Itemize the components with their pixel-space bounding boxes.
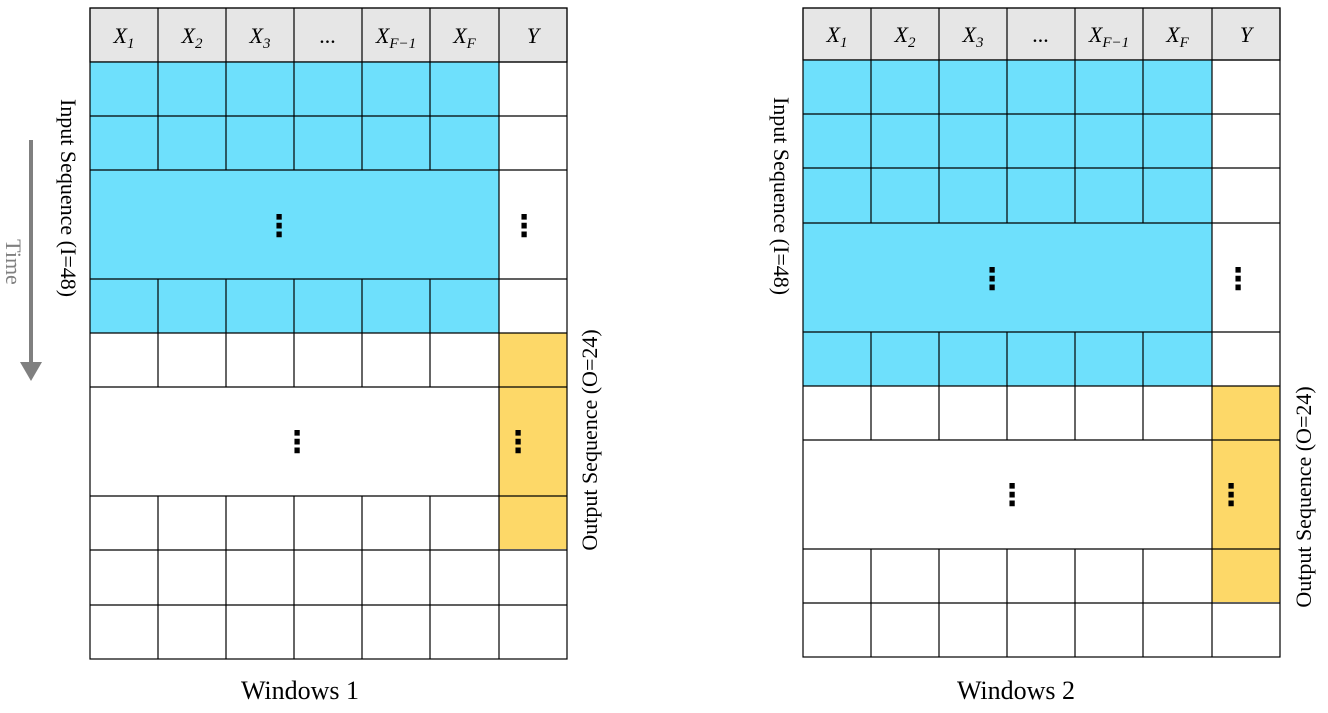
column-header-1: X1 <box>113 23 135 52</box>
window-2-header-labels: X1 X2 X3... XF−1 XF Y <box>826 22 1255 51</box>
window-1-y-output-ellipsis: ⋮ <box>503 425 533 460</box>
window-2-output-ellipsis: ⋮ <box>997 478 1027 513</box>
window-2-caption: Windows 2 <box>957 676 1075 705</box>
window-2-grid <box>802 7 1281 658</box>
column-header-5: XF−1 <box>1088 22 1129 51</box>
column-header-3: X3 <box>962 22 984 51</box>
time-arrow: Time <box>1 140 42 381</box>
window-1-y-input-ellipsis: ⋮ <box>509 209 539 244</box>
window-2-y-input-ellipsis: ⋮ <box>1223 262 1253 297</box>
window-1: X1 X2 X3... XF−1 XF Y ⋮ ⋮ ⋮ ⋮ Input Sequence … <box>56 7 602 705</box>
window-1-caption: Windows 1 <box>241 676 359 705</box>
column-header-2: X2 <box>181 23 203 52</box>
column-header-6: XF <box>452 23 476 52</box>
column-header-6: XF <box>1165 22 1189 51</box>
window-2-input-label: Input Sequence (I=48) <box>769 97 794 295</box>
column-header-5: XF−1 <box>375 23 416 52</box>
column-header-1: X1 <box>826 22 848 51</box>
column-header-7: Y <box>1240 22 1255 47</box>
window-1-header-labels: X1 X2 X3... XF−1 XF Y <box>113 23 542 52</box>
window-2: X1 X2 X3... XF−1 XF Y ⋮ ⋮ ⋮ ⋮ Input Sequence … <box>769 7 1316 705</box>
column-header-4: ... <box>320 23 337 48</box>
window-1-output-ellipsis: ⋮ <box>282 425 312 460</box>
column-header-2: X2 <box>894 22 916 51</box>
window-1-input-ellipsis: ⋮ <box>264 209 294 244</box>
column-header-4: ... <box>1033 22 1050 47</box>
time-arrow-head <box>20 362 42 381</box>
window-2-output-label: Output Sequence (O=24) <box>1291 386 1316 607</box>
window-2-y-output-ellipsis: ⋮ <box>1216 478 1246 513</box>
column-header-3: X3 <box>249 23 271 52</box>
window-1-output-block <box>499 333 567 549</box>
window-2-input-ellipsis: ⋮ <box>977 262 1007 297</box>
window-1-grid <box>89 7 568 660</box>
window-1-input-label: Input Sequence (I=48) <box>56 99 81 297</box>
window-1-output-label: Output Sequence (O=24) <box>577 329 602 550</box>
window-2-output-block <box>1212 386 1280 602</box>
column-header-7: Y <box>527 23 542 48</box>
time-label: Time <box>1 239 26 285</box>
